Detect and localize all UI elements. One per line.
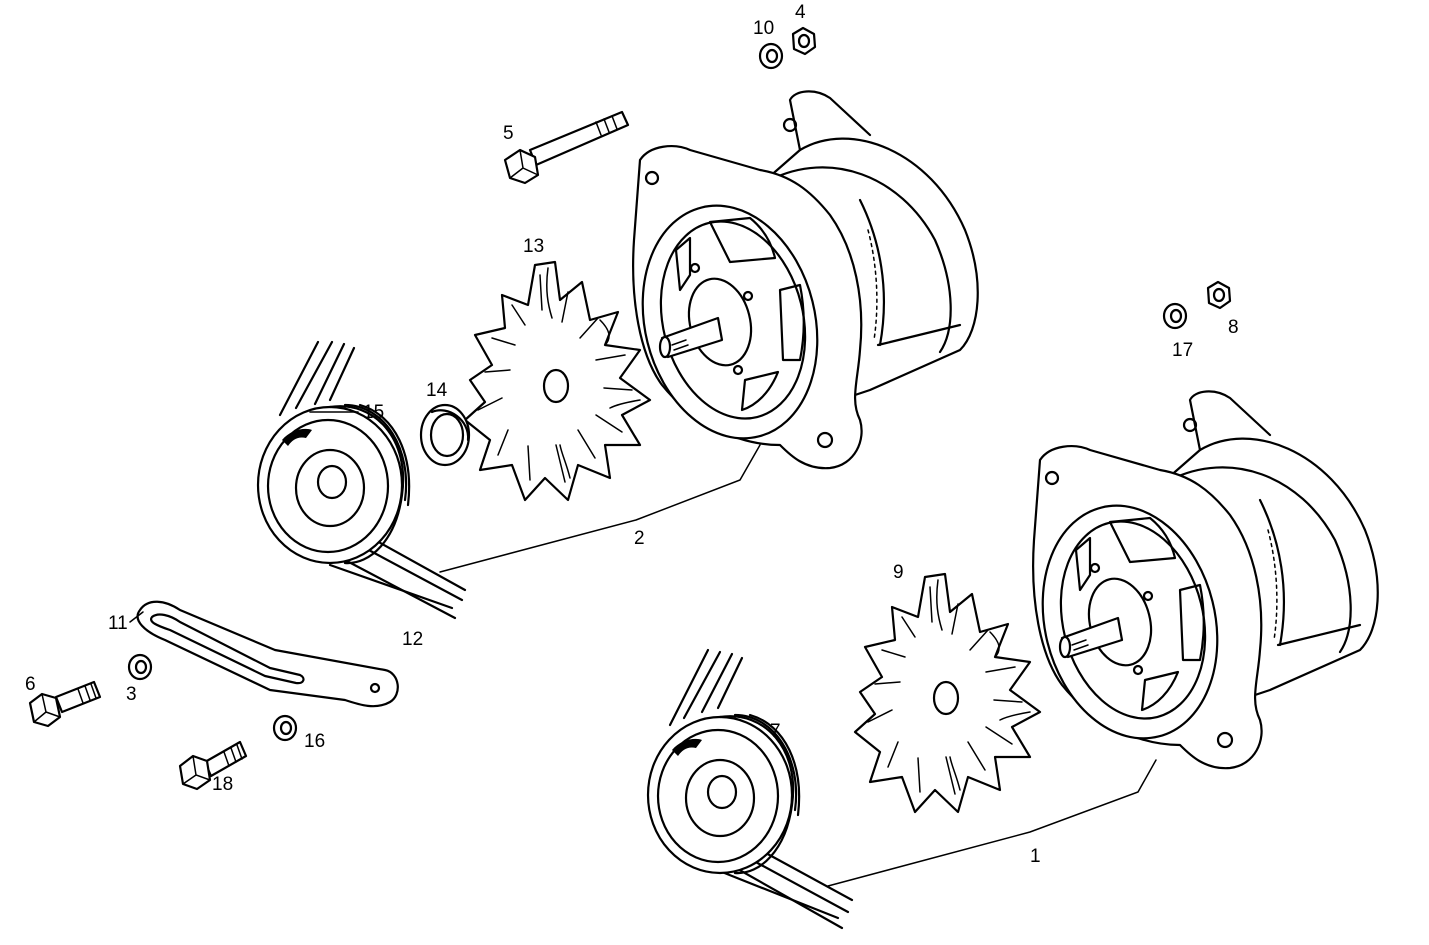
part-label-6: 6: [25, 674, 36, 695]
alternator-upper: [617, 90, 979, 470]
cooling-fan-lower: [853, 572, 1042, 814]
part-label-7: 7: [770, 721, 781, 742]
part-label-8: 8: [1228, 317, 1239, 338]
part-label-17: 17: [1172, 340, 1193, 361]
alternator-lower: [1017, 390, 1379, 770]
part-label-4: 4: [795, 2, 806, 23]
part-label-15: 15: [363, 402, 384, 423]
hex-bolt-18: [178, 740, 248, 791]
part-label-3: 3: [126, 684, 137, 705]
v-belt-upper: [278, 340, 467, 620]
v-belt-lower: [668, 648, 854, 930]
v-belt-pulley-upper: [256, 403, 411, 565]
cooling-fan-upper: [463, 260, 652, 502]
washer-10: [758, 42, 784, 70]
washer-17: [1162, 302, 1188, 330]
leader-line-2: [439, 444, 761, 573]
hex-nut-4: [791, 26, 817, 56]
part-label-5: 5: [503, 123, 514, 144]
part-label-14: 14: [426, 380, 448, 401]
part-label-18: 18: [212, 774, 233, 795]
part-label-9: 9: [893, 562, 904, 583]
hex-bolt-5: [503, 110, 630, 185]
slotted-bracket: [136, 600, 399, 708]
hex-bolt-6: [28, 680, 102, 728]
part-label-11: 11: [108, 613, 128, 634]
washer-16: [272, 714, 298, 742]
seal-ring: [419, 403, 471, 467]
part-label-16: 16: [304, 731, 325, 752]
part-label-10: 10: [753, 18, 774, 39]
part-label-13: 13: [523, 236, 544, 257]
part-label-12: 12: [402, 629, 423, 650]
part-label-1: 1: [1030, 846, 1041, 867]
part-label-2: 2: [634, 528, 645, 549]
hex-nut-8: [1206, 280, 1232, 310]
leader-line-11: [129, 611, 144, 623]
leader-line-1: [827, 759, 1157, 887]
washer-3: [127, 653, 153, 681]
